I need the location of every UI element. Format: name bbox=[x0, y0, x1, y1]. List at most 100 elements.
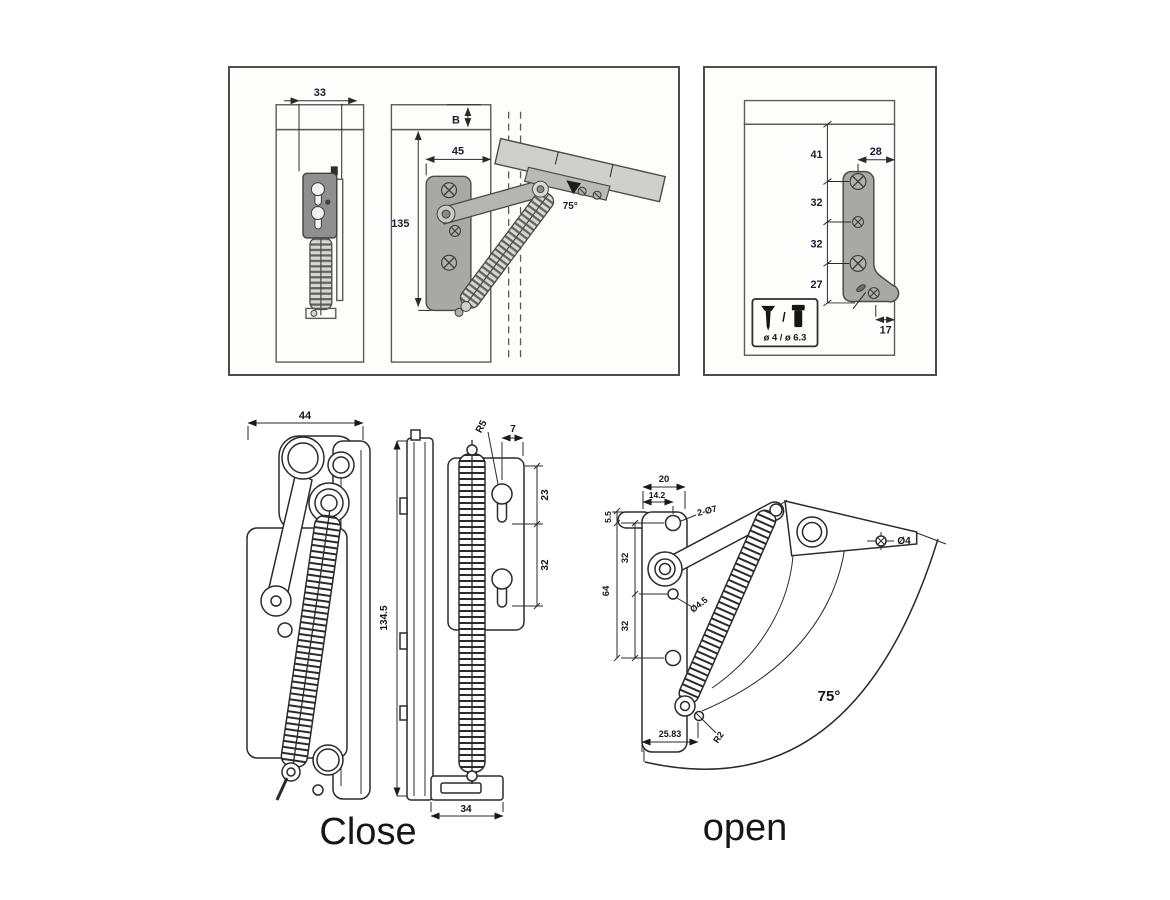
foot-slot bbox=[440, 782, 482, 794]
plate-screw bbox=[440, 182, 458, 199]
keyhole-slot bbox=[491, 568, 513, 608]
hook-ring-inner bbox=[332, 456, 350, 474]
dim-20: 20 bbox=[659, 474, 670, 485]
anchor-screw bbox=[454, 307, 464, 317]
drilling-drawing: 41 32 32 27 28 17 / bbox=[743, 99, 900, 356]
catch-block bbox=[330, 166, 338, 176]
small-hole bbox=[312, 784, 324, 796]
channel-tab bbox=[399, 497, 408, 515]
plate-screw bbox=[440, 254, 458, 271]
dim-14-2: 14.2 bbox=[649, 490, 666, 500]
flap-screw bbox=[577, 186, 587, 196]
dim-R2: R2 bbox=[711, 730, 726, 745]
small-hole bbox=[277, 622, 293, 638]
screw-sizes-label: ø 4 / ø 6.3 bbox=[764, 332, 807, 342]
plate-screw bbox=[849, 173, 867, 191]
screw-leader bbox=[852, 291, 867, 310]
dim-7: 7 bbox=[510, 424, 516, 435]
spring-anchor-pin bbox=[679, 700, 691, 712]
dim-34: 34 bbox=[460, 804, 472, 815]
cabinet-top-edge bbox=[275, 104, 365, 131]
dim-28: 28 bbox=[870, 146, 882, 158]
flap-screw bbox=[592, 190, 602, 200]
door-flap-open bbox=[494, 137, 667, 203]
dim-33: 33 bbox=[314, 87, 326, 99]
dim-135: 135 bbox=[391, 218, 409, 230]
bracket-cup-pin bbox=[536, 185, 545, 194]
spring-hook-pin bbox=[286, 767, 296, 777]
spring-hook-top bbox=[769, 503, 783, 517]
flap-bracket bbox=[523, 166, 611, 201]
dim-5-5: 5.5 bbox=[603, 511, 613, 523]
spring-hook-link bbox=[779, 499, 788, 506]
close-front-view: 44 bbox=[246, 410, 371, 801]
dim-2-d7: 2-Ø7 bbox=[696, 503, 718, 518]
dim-R5: R5 bbox=[474, 418, 490, 435]
angle-arrow bbox=[566, 180, 582, 195]
mounting-plate bbox=[842, 170, 900, 303]
channel-bracket bbox=[406, 437, 434, 801]
close-side-view: 134.5 bbox=[379, 418, 551, 820]
plate-screw bbox=[849, 254, 867, 272]
spring-anchor bbox=[460, 300, 472, 312]
closed-side-view: 33 bbox=[275, 87, 365, 363]
plate-rivet bbox=[325, 199, 331, 205]
dim-B: B bbox=[452, 115, 460, 127]
euro-screw-icon bbox=[791, 304, 805, 328]
dim-17: 17 bbox=[880, 325, 892, 337]
plate-screw bbox=[867, 287, 880, 300]
cabinet-top-edge bbox=[743, 99, 896, 125]
mounting-plate bbox=[641, 511, 688, 753]
arm-pivot-rivet bbox=[441, 209, 451, 219]
screw-cross bbox=[877, 537, 885, 545]
panel-drilling-dimensions: 41 32 32 27 28 17 / bbox=[703, 66, 937, 376]
coil-spring bbox=[309, 237, 333, 316]
cabinet-top-edge bbox=[390, 104, 492, 131]
dim-32: 32 bbox=[540, 559, 551, 571]
panel-installed-views: 33 bbox=[228, 66, 680, 376]
keyhole-slot bbox=[491, 483, 513, 523]
dim-44: 44 bbox=[299, 410, 312, 422]
arm-pivot-pin bbox=[658, 562, 672, 576]
euro-screw-side bbox=[856, 284, 866, 293]
dim-134-5: 134.5 bbox=[379, 605, 390, 630]
dim-23: 23 bbox=[540, 489, 551, 501]
keyhole-slot bbox=[310, 206, 325, 230]
dim-d4-5: Ø4.5 bbox=[688, 595, 710, 615]
dim-25-83: 25.83 bbox=[659, 729, 682, 739]
open-caption: open bbox=[703, 807, 788, 849]
top-lug bbox=[410, 429, 421, 441]
channel-tab bbox=[399, 632, 408, 650]
open-mechanism-view: 75° Ø4 bbox=[601, 474, 947, 770]
door-lever-edge bbox=[701, 546, 846, 712]
spring-hook bbox=[466, 444, 478, 456]
pivot-ring-inner bbox=[287, 442, 319, 474]
flap-mark bbox=[554, 151, 559, 165]
door-lever-edge bbox=[711, 555, 794, 689]
screw-legend: / ø 4 / ø 6.3 bbox=[751, 298, 819, 348]
keyhole-slot bbox=[310, 182, 325, 206]
swing-arc bbox=[644, 538, 939, 770]
dim-45: 45 bbox=[452, 145, 464, 157]
open-position-line bbox=[916, 532, 947, 545]
close-position-drawing: 44 bbox=[246, 410, 551, 853]
dim-41: 41 bbox=[811, 149, 823, 161]
bracket-ring-inner bbox=[801, 521, 823, 543]
coil-spring bbox=[458, 440, 486, 784]
hole-mid bbox=[667, 588, 679, 600]
dim-75deg: 75° bbox=[818, 688, 841, 705]
torsion-coil bbox=[320, 494, 338, 512]
channel-tab bbox=[399, 705, 408, 721]
dim-32-lower: 32 bbox=[620, 621, 631, 632]
bottom-ring-inner bbox=[316, 748, 340, 772]
dim-32-lower: 32 bbox=[811, 239, 823, 251]
open-position-drawing: 75° Ø4 bbox=[601, 474, 947, 849]
spring-hook bbox=[466, 770, 478, 782]
dim-75deg: 75° bbox=[563, 201, 578, 212]
dim-64: 64 bbox=[601, 585, 612, 596]
open-side-view: B 135 45 bbox=[390, 104, 667, 363]
screw-cross bbox=[695, 712, 703, 720]
spring-foot bbox=[305, 307, 337, 320]
close-caption: Close bbox=[319, 811, 416, 853]
